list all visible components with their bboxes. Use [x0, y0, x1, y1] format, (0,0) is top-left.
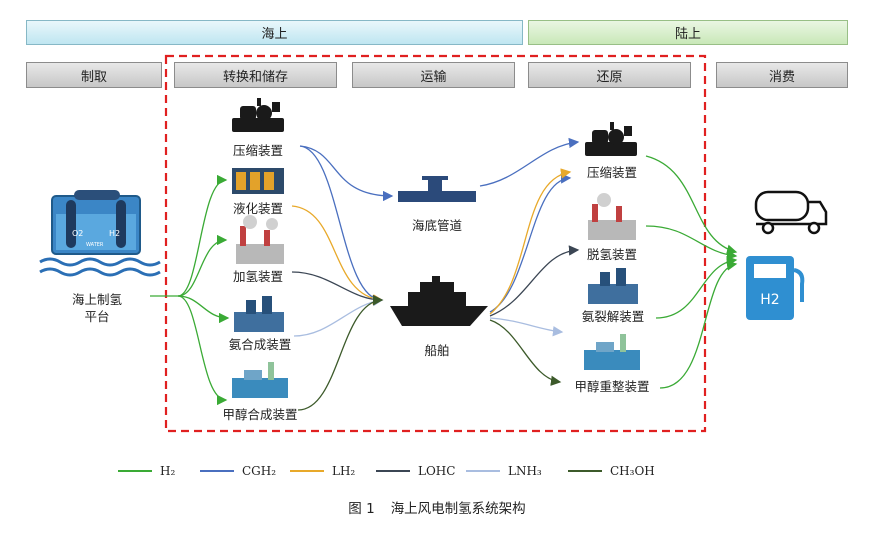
legend-item: LH₂	[290, 464, 355, 478]
flow-h2-to-liquefy	[177, 174, 228, 297]
ammonia-synthesis-icon	[234, 296, 284, 332]
h2-flows-land	[645, 155, 738, 389]
legend-item: H₂	[118, 464, 175, 478]
platform-water-label: WATER	[86, 242, 104, 248]
legend-label: CH₃OH	[610, 464, 655, 478]
flow-cgh2-ship-to-land	[489, 173, 572, 313]
legend-item: LNH₃	[466, 464, 542, 478]
stage-consumption: 消费	[716, 62, 848, 88]
figure-number: 图 1	[348, 501, 375, 517]
methanol-reform-label: 甲醇重整装置	[574, 379, 650, 394]
subsea-pipeline-icon	[398, 176, 476, 202]
flow-lnh3-ship-to-cracking	[489, 317, 564, 337]
cgh2-flows	[299, 137, 580, 313]
ammonia-cracking-icon	[588, 268, 638, 304]
flow-h2-to-ammonia	[177, 295, 230, 324]
figure-title: 海上风电制氢系统架构	[390, 501, 526, 517]
ammonia-synth-label: 氨合成装置	[228, 337, 292, 352]
ship-icon	[390, 276, 488, 326]
platform-h2-label: H2	[109, 229, 120, 238]
compressor-land-icon	[585, 122, 637, 156]
methanol-synthesis-icon	[232, 362, 288, 398]
sea-region-label: 海上	[261, 27, 288, 42]
compressor-icon	[232, 98, 284, 132]
flow-cgh2-pipeline-to-land	[479, 137, 580, 187]
methanol-reforming-icon	[584, 334, 640, 370]
platform-label-line1: 海上制氢	[71, 292, 122, 307]
flow-h2-cracking-to-consume	[655, 255, 738, 319]
legend-item: CGH₂	[200, 464, 276, 478]
stage-reduction-label: 还原	[596, 69, 623, 85]
methanol-synth-label: 甲醇合成装置	[222, 407, 298, 422]
ch3oh-flows	[297, 295, 562, 411]
pipeline-label: 海底管道	[411, 218, 462, 233]
liquefy-label: 液化装置	[232, 201, 283, 216]
legend-item: LOHC	[376, 464, 455, 478]
ammonia-crack-label: 氨裂解装置	[581, 309, 645, 324]
tanker-truck-icon	[754, 190, 828, 235]
flow-lohc-to-ship	[291, 271, 384, 306]
hydrogenation-plant-icon	[236, 215, 284, 264]
compress-label: 压缩装置	[232, 143, 283, 158]
legend-swatch	[568, 470, 602, 472]
legend-swatch	[466, 470, 500, 472]
flow-h2-compress-to-consume	[645, 155, 738, 255]
stage-consumption-label: 消费	[768, 69, 795, 85]
legend-label: LH₂	[332, 464, 356, 478]
stage-conversion-label: 转换和储存	[222, 69, 288, 85]
flow-ch3oh-to-ship	[297, 295, 384, 411]
flow-lohc-ship-to-dehydrogenation	[489, 245, 580, 317]
stage-reduction: 还原	[528, 62, 691, 88]
flow-lh2-to-ship	[291, 205, 384, 305]
flow-h2-to-methanol	[177, 295, 228, 406]
compress-land-label: 压缩装置	[586, 165, 637, 180]
stage-production-label: 制取	[80, 69, 107, 85]
legend-swatch	[200, 470, 234, 472]
station-h2-label: H2	[760, 292, 779, 308]
flow-h2-dehydro-to-consume	[645, 225, 738, 261]
stage-production: 制取	[26, 62, 162, 88]
hydrogen-station-icon	[746, 256, 805, 320]
legend-label: LOHC	[418, 464, 456, 478]
flow-cgh2-to-ship	[299, 145, 384, 306]
legend-label: LNH₃	[508, 464, 542, 478]
dehydrogenation-plant-icon	[588, 193, 636, 240]
flow-h2-reforming-to-consume	[659, 260, 738, 389]
figure-caption: 图 1 海上风电制氢系统架构	[0, 497, 874, 517]
h2-flows-sea	[150, 174, 230, 406]
flow-lh2-ship-to-land	[489, 168, 572, 315]
platform-label-line2: 平台	[84, 309, 110, 324]
land-region-label: 陆上	[674, 27, 701, 42]
stage-transport: 运输	[352, 62, 515, 88]
sea-region-header: 海上	[26, 20, 523, 45]
legend-swatch	[118, 470, 152, 472]
lohc-flows	[291, 245, 580, 317]
legend-item: CH₃OH	[568, 464, 655, 478]
hydrogenate-label: 加氢装置	[232, 269, 283, 284]
flow-cgh2-to-pipeline	[299, 145, 394, 202]
flow-ch3oh-ship-to-reforming	[489, 319, 562, 386]
legend-swatch	[290, 470, 324, 472]
stage-conversion: 转换和储存	[174, 62, 337, 88]
land-region-header: 陆上	[528, 20, 848, 45]
stage-transport-label: 运输	[420, 69, 447, 85]
liquefaction-icon	[232, 168, 284, 194]
platform-o2-label: O2	[72, 229, 83, 238]
offshore-boundary	[164, 54, 707, 433]
legend-label: H₂	[160, 464, 176, 478]
ship-label: 船舶	[424, 343, 450, 358]
dehydrogenate-label: 脱氢装置	[586, 247, 637, 262]
legend-label: CGH₂	[242, 464, 277, 478]
flow-h2-to-hydrogenate	[177, 234, 228, 297]
legend-swatch	[376, 470, 410, 472]
platform-icon	[39, 190, 161, 277]
lh2-flows	[291, 168, 572, 315]
